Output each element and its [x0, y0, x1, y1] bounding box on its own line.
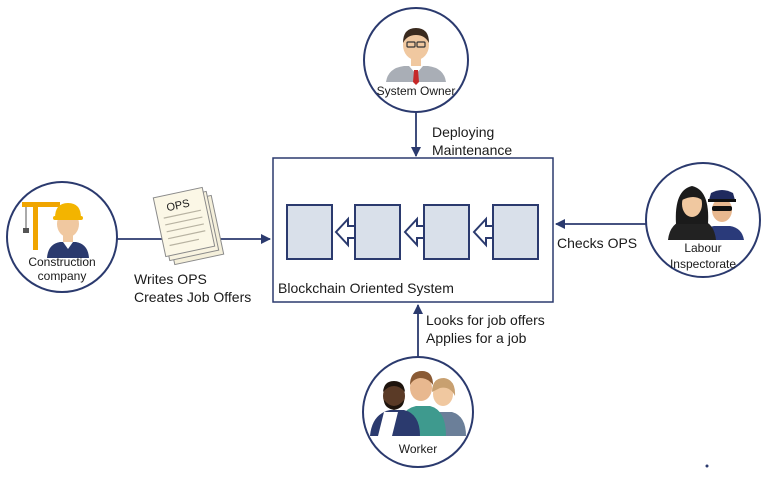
- businessman-icon: [386, 28, 446, 85]
- chain-link-arrow: [334, 216, 356, 248]
- worker-edge-label-1: Looks for job offers: [426, 312, 545, 328]
- chain-block: [492, 204, 539, 260]
- chain-link-arrow: [403, 216, 425, 248]
- owner-edge-label-2: Maintenance: [432, 142, 512, 158]
- blockchain-system: Blockchain Oriented System: [272, 157, 554, 303]
- actor-labour-inspectorate: Labour Inspectorate: [645, 162, 761, 278]
- actor-label: company: [38, 269, 87, 283]
- chain-block: [423, 204, 470, 260]
- worker-edge-label-2: Applies for a job: [426, 330, 527, 346]
- company-edge-label-1: Writes OPS: [134, 271, 207, 287]
- system-label: Blockchain Oriented System: [278, 280, 454, 296]
- actor-label: Worker: [399, 442, 437, 456]
- actor-worker: Worker: [362, 356, 474, 468]
- actor-construction-company: Construction company: [6, 181, 118, 293]
- actor-system-owner: System Owner: [363, 7, 469, 113]
- actor-label: System Owner: [377, 84, 456, 98]
- decorative-dot: [705, 464, 709, 468]
- document-stack-icon: OPS: [152, 186, 225, 266]
- chain-block: [354, 204, 401, 260]
- company-edge-label-2: Creates Job Offers: [134, 289, 251, 305]
- construction-worker-crane-icon: [22, 202, 89, 258]
- woman-and-police-officer-icon: [668, 186, 744, 240]
- group-of-workers-icon: [370, 371, 466, 436]
- owner-edge-label-1: Deploying: [432, 124, 494, 140]
- actor-label: Labour: [684, 241, 721, 255]
- chain-link-arrow: [472, 216, 494, 248]
- inspectorate-edge-label: Checks OPS: [557, 235, 637, 251]
- document-label: OPS: [166, 198, 191, 215]
- actor-label: Construction: [28, 255, 95, 269]
- actor-label: Inspectorate: [670, 257, 736, 271]
- block-chain: [286, 204, 539, 260]
- chain-block: [286, 204, 333, 260]
- document-sheet: [152, 186, 216, 258]
